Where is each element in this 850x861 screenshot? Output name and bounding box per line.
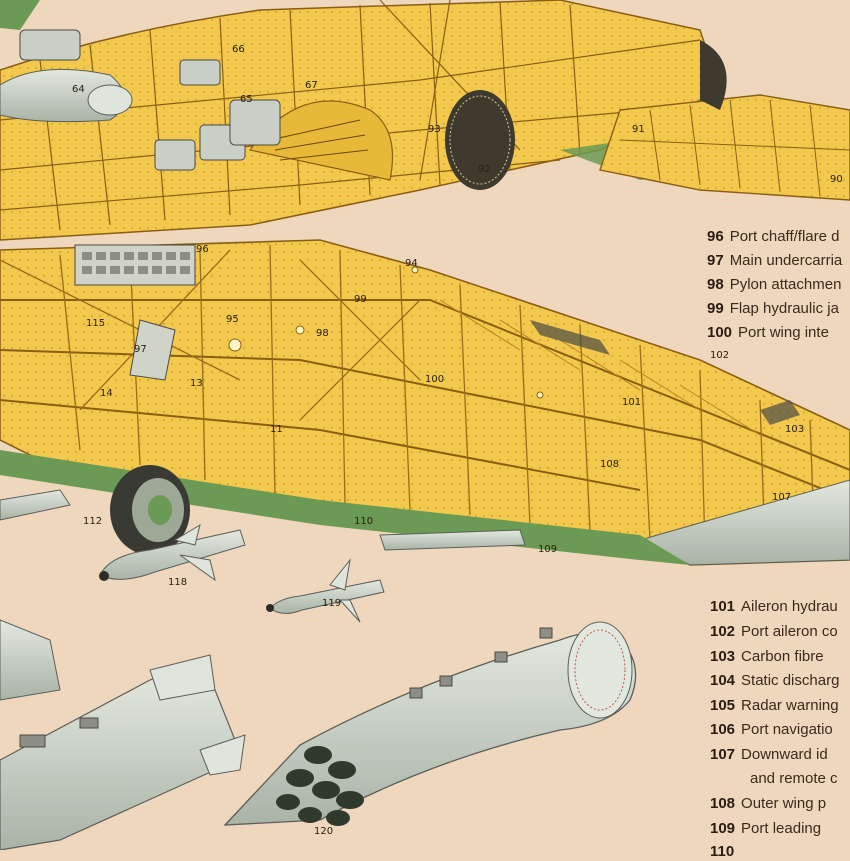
callout-67: 67 — [305, 80, 318, 91]
callout-95: 95 — [226, 314, 239, 325]
callout-107: 107 — [772, 492, 791, 503]
tailplane — [599, 40, 850, 201]
callout-13: 13 — [190, 378, 203, 389]
callout-115: 115 — [86, 318, 105, 329]
callout-102: 102 — [710, 350, 729, 361]
callout-labels: 66 64 65 67 93 91 92 90 96 94 99 95 98 1… — [72, 44, 843, 837]
callout-109: 109 — [538, 544, 557, 555]
callout-96: 96 — [196, 244, 209, 255]
missile-118 — [99, 523, 246, 582]
missile-under-wing — [379, 529, 526, 551]
callout-98: 98 — [316, 328, 329, 339]
fuselage-section — [0, 0, 721, 241]
callout-92: 92 — [478, 164, 491, 175]
callout-93: 93 — [428, 124, 441, 135]
callout-11: 11 — [270, 424, 283, 435]
missile-119 — [266, 558, 385, 623]
callout-14: 14 — [100, 388, 113, 399]
callout-112: 112 — [83, 516, 102, 527]
callout-103: 103 — [785, 424, 804, 435]
callout-90: 90 — [830, 174, 843, 185]
equipment-boxes — [19, 29, 281, 171]
external-store — [0, 619, 246, 850]
main-wheel — [110, 465, 190, 555]
chaff-dispenser — [74, 244, 196, 286]
callout-119: 119 — [322, 598, 341, 609]
turbine-disc — [445, 90, 515, 190]
callout-99: 99 — [354, 294, 367, 305]
callout-100: 100 — [425, 374, 444, 385]
missile-left — [0, 489, 71, 521]
callout-97: 97 — [134, 344, 147, 355]
callout-110: 110 — [354, 516, 373, 527]
callout-94: 94 — [405, 258, 418, 269]
rocket-pod — [223, 621, 637, 826]
callout-91: 91 — [632, 124, 645, 135]
callout-66: 66 — [232, 44, 245, 55]
callout-108: 108 — [600, 459, 619, 470]
callout-65: 65 — [240, 94, 253, 105]
callout-120: 120 — [314, 826, 333, 837]
callout-118: 118 — [168, 577, 187, 588]
callout-64: 64 — [72, 84, 85, 95]
callout-101: 101 — [622, 397, 641, 408]
